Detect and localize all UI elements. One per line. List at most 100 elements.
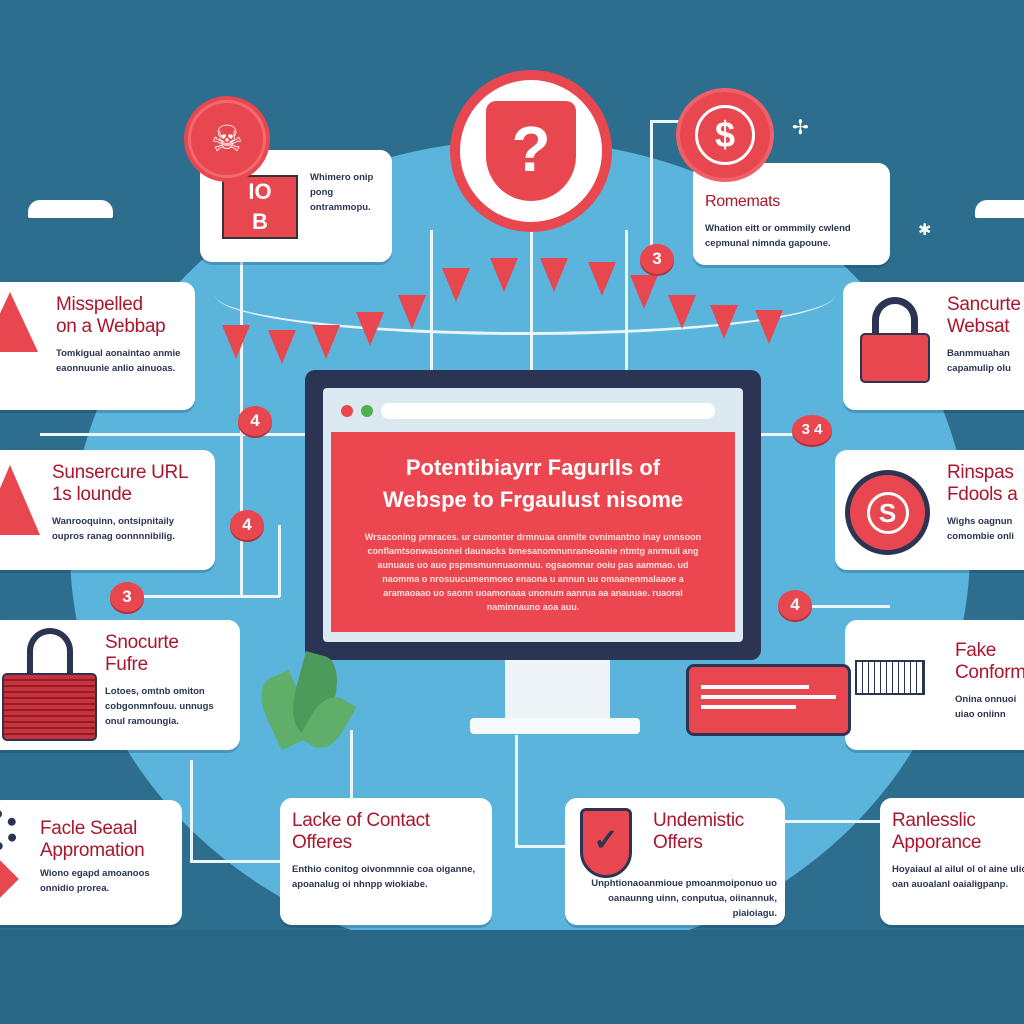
gear-icon	[0, 810, 18, 850]
card-title: Facle Seaal	[40, 818, 138, 839]
bunting-flag	[540, 258, 568, 292]
connector-line	[190, 760, 193, 860]
step-number-badge: 3	[640, 244, 674, 274]
card-body: Onina onnuoi uiao oniinn	[955, 694, 1017, 720]
s-seal-icon: S	[850, 475, 925, 550]
card-body: Wighs oagnun comombie onli	[947, 516, 1015, 542]
card-title: Offers	[653, 832, 703, 853]
card-fake-conform: Fake Conform Onina onnuoi uiao oniinn	[845, 620, 1024, 750]
card-body: Enthio conitog oivonmnnie coa oiganne, a…	[292, 864, 476, 890]
connector-line	[790, 605, 890, 608]
step-number-badge: 4	[238, 406, 272, 436]
shopping-cart-icon	[855, 660, 925, 695]
bunting-flag	[356, 312, 384, 346]
plant-icon	[252, 645, 357, 756]
step-number-badge: 3 4	[792, 415, 832, 445]
card-title: on a Webbap	[56, 316, 166, 337]
card-body: Whimero onip pong ontrammopu.	[310, 172, 374, 213]
card-romemats: Romemats Whation eitt or ommmily cwlend …	[693, 163, 890, 265]
sparkle-icon: ✢	[792, 117, 809, 139]
card-title: Ranlesslic	[892, 810, 976, 831]
card-title: Fufre	[105, 654, 148, 675]
connector-line	[785, 820, 880, 823]
card-title: 1s lounde	[52, 484, 132, 505]
bunting-flag	[588, 262, 616, 296]
card-title: Misspelled	[56, 294, 143, 315]
card-title: Websat	[947, 316, 1010, 337]
dollar-icon: $	[695, 105, 755, 165]
shield-icon: ?	[486, 101, 576, 201]
step-number-badge: 3	[110, 582, 144, 612]
pirate-seal-badge: ☠	[188, 100, 266, 178]
card-body: Unphtionaoanmioue pmoanmoiponuo uo oanau…	[591, 878, 777, 919]
monitor-base	[470, 718, 640, 734]
lock-icon	[2, 628, 97, 743]
dollar-seal-badge: $	[680, 92, 770, 178]
question-shield-badge: ?	[450, 70, 612, 232]
card-body: Tomkigual aonaintao anmie eaonnuunie anl…	[56, 348, 181, 374]
browser-toolbar	[331, 396, 735, 426]
card-body: Lotoes, omtnb omiton cobgonmnfouu. unnug…	[105, 686, 214, 727]
connector-line	[190, 860, 280, 863]
card-title: Sunsercure URL	[52, 462, 189, 483]
card-title: Appromation	[40, 840, 145, 861]
bunting-flag	[312, 325, 340, 359]
warning-icon	[0, 465, 40, 535]
card-title: Snocurte	[105, 632, 179, 653]
connector-line	[278, 525, 281, 597]
cloud-icon	[28, 200, 113, 218]
bunting-flag	[398, 295, 426, 329]
card-title: Apporance	[892, 832, 982, 853]
cloud-icon	[975, 200, 1024, 218]
card-body: Wanrooquinn, ontsipnitaily oupros ranag …	[52, 516, 175, 542]
card-rinspas: S Rinspas Fdools a Wighs oagnun comombie…	[835, 450, 1024, 570]
card-title: Romemats	[705, 193, 780, 210]
connector-line	[650, 120, 680, 123]
background-band	[0, 930, 1024, 1024]
sparkle-icon: ✱	[918, 222, 932, 239]
lock-icon	[860, 297, 930, 387]
connector-line	[515, 735, 518, 845]
card-body: Banmmuahan capamulip olu	[947, 348, 1011, 374]
card-title: Undemistic	[653, 810, 744, 831]
card-title: Sancurte	[947, 294, 1021, 315]
card-facle: Facle Seaal Appromation Wiono egapd amoa…	[0, 800, 182, 925]
address-bar[interactable]	[381, 403, 715, 419]
card-title: Offeres	[292, 832, 352, 853]
bunting-flag	[442, 268, 470, 302]
connector-line	[515, 845, 565, 848]
card-title: Lacke of Contact	[292, 810, 430, 831]
card-misspelled: Misspelled on a Webbap Tomkigual aonaint…	[0, 282, 195, 410]
bunting-flag	[755, 310, 783, 344]
bunting-string	[215, 255, 835, 335]
bunting-flag	[490, 258, 518, 292]
card-undemistic: ✓ Undemistic Offers Unphtionaoanmioue pm…	[565, 798, 785, 925]
card-lacke: Lacke of Contact Offeres Enthio conitog …	[280, 798, 492, 925]
card-snocurte: Snocurte Fufre Lotoes, omtnb omiton cobg…	[0, 620, 240, 750]
card-title: Fake	[955, 640, 997, 661]
step-number-badge: 4	[230, 510, 264, 540]
bunting-flag	[668, 295, 696, 329]
chat-box-icon	[686, 664, 851, 736]
card-body: Hoyaiaul al ailul ol ol aine ulio oan au…	[892, 864, 1024, 890]
card-body: Wiono egapd amoanoos onnidio prorea.	[40, 868, 150, 894]
bunting-flag	[630, 275, 658, 309]
card-title: Rinspas	[947, 462, 1014, 483]
question-mark: ?	[511, 113, 551, 185]
panel-body: Wrsaconing prnraces. ur cumonter drmnuaa…	[364, 532, 702, 612]
bunting-flag	[268, 330, 296, 364]
card-sunsercure: Sunsercure URL 1s lounde Wanrooquinn, on…	[0, 450, 215, 570]
monitor-stand	[505, 660, 610, 720]
connector-line	[350, 730, 353, 800]
close-dot-icon	[341, 405, 353, 417]
card-sancurte: Sancurte Websat Banmmuahan capamulip olu	[843, 282, 1024, 410]
connector-line	[650, 120, 653, 250]
maximize-dot-icon	[361, 405, 373, 417]
card-title: Conform	[955, 662, 1024, 683]
card-title: Fdools a	[947, 484, 1018, 505]
